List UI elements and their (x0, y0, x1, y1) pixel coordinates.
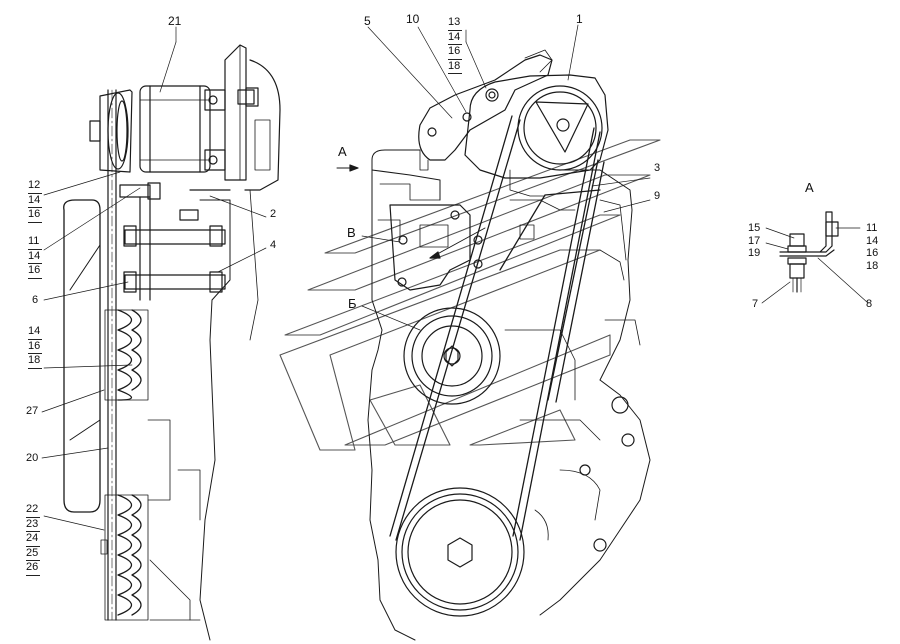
label-8: 8 (866, 298, 873, 310)
label-15: 15 (748, 222, 761, 234)
alternator-pulley (99, 89, 133, 173)
label-11: 11 (28, 235, 43, 250)
label-20: 20 (26, 452, 39, 464)
crankshaft-pulley (395, 487, 525, 617)
label-10: 10 (406, 12, 420, 26)
label-25: 25 (26, 547, 41, 561)
label-18: 18 (866, 259, 879, 272)
label-11: 11 (866, 222, 878, 234)
crank-pulley-lower (104, 494, 149, 621)
label-14: 14 (448, 31, 463, 45)
label-group-15-17-19: 15 17 19 (748, 222, 760, 260)
label-group-13-14-16-18: 13 14 16 18 (448, 16, 463, 74)
alternator-body (139, 85, 211, 173)
view-a-title: А (805, 180, 814, 195)
leader-lines (41, 24, 869, 531)
label-5: 5 (364, 14, 371, 28)
alternator-housing (464, 74, 609, 179)
crank-pulley-upper (104, 309, 149, 401)
drive-belt (389, 115, 605, 541)
view-a-arrow-label: А (338, 144, 347, 159)
side-view (63, 44, 281, 641)
label-14: 14 (28, 325, 43, 340)
mark-b: Б (348, 296, 357, 311)
label-18: 18 (448, 60, 463, 74)
label-group-11-14-16: 11 14 16 (28, 235, 43, 279)
label-14: 14 (28, 250, 43, 264)
label-group-12-14-16: 12 14 16 (28, 179, 43, 223)
label-22: 22 (26, 503, 41, 518)
label-18: 18 (28, 354, 43, 369)
label-19: 19 (748, 247, 761, 259)
label-group-11-14-16-18: 11 14 16 18 (866, 222, 878, 272)
label-14: 14 (28, 194, 43, 208)
detail-view-a (779, 211, 839, 293)
label-13: 13 (448, 16, 463, 31)
label-4: 4 (270, 239, 277, 251)
label-group-14-16-18: 14 16 18 (28, 325, 43, 369)
label-3: 3 (654, 162, 661, 174)
label-17: 17 (748, 234, 761, 247)
bracket-plate (389, 204, 471, 291)
label-16: 16 (28, 264, 43, 279)
label-21: 21 (168, 14, 182, 28)
label-1: 1 (576, 12, 583, 26)
label-6: 6 (32, 294, 39, 306)
tensioner-pulley (403, 307, 501, 405)
label-26: 26 (26, 561, 41, 576)
fan-blade (63, 199, 101, 513)
label-23: 23 (26, 518, 41, 532)
label-14: 14 (866, 234, 879, 247)
label-7: 7 (752, 298, 759, 310)
label-16: 16 (28, 340, 43, 354)
label-group-22-26: 22 23 24 25 26 (26, 503, 41, 576)
label-27: 27 (26, 405, 39, 417)
label-12: 12 (28, 179, 43, 194)
watermark-logo (279, 139, 661, 451)
label-2: 2 (270, 208, 277, 220)
label-24: 24 (26, 532, 41, 547)
front-view (336, 49, 651, 641)
label-16: 16 (28, 208, 43, 223)
tension-bracket (418, 54, 553, 161)
label-16: 16 (448, 45, 463, 60)
label-9: 9 (654, 190, 661, 202)
label-16: 16 (866, 247, 879, 259)
mark-v: В (347, 225, 356, 240)
